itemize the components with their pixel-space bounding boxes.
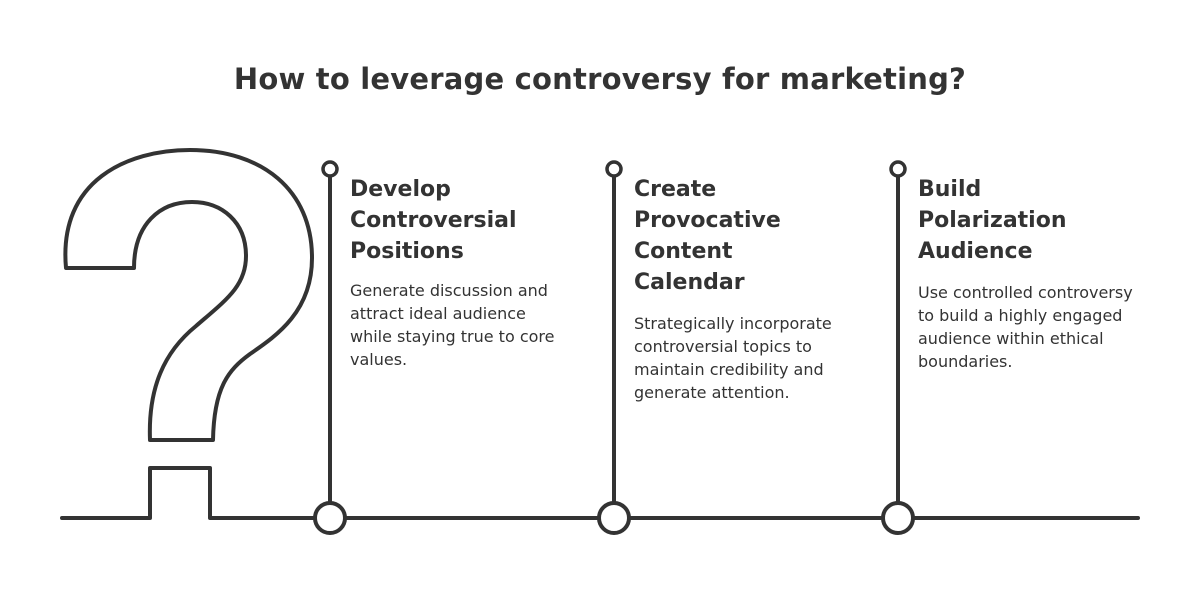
step-1-heading-line: Positions xyxy=(350,239,464,264)
step-2-heading-line: Content xyxy=(634,239,733,264)
diagram-title: How to leverage controversy for marketin… xyxy=(233,62,967,96)
step-build-polarization-audience: Build Polarization Audience Use controll… xyxy=(918,174,1148,373)
step-2-heading-line: Provocative xyxy=(634,208,781,233)
step-develop-controversial-positions: Develop Controversial Positions Generate… xyxy=(350,174,580,371)
step-3-heading-line: Polarization xyxy=(918,208,1067,233)
step-1-heading: Develop Controversial Positions xyxy=(350,174,580,267)
step-1-heading-line: Develop xyxy=(350,177,451,202)
step-3-description: Use controlled controversy to build a hi… xyxy=(918,283,1133,371)
step-2-heading-line: Calendar xyxy=(634,270,745,295)
step-2-heading: Create Provocative Content Calendar xyxy=(634,174,864,298)
step-1-heading-line: Controversial xyxy=(350,208,517,233)
question-mark-icon xyxy=(63,148,314,442)
step-3-heading-line: Audience xyxy=(918,239,1033,264)
step-1-top-node xyxy=(321,160,339,178)
step-create-provocative-content-calendar: Create Provocative Content Calendar Stra… xyxy=(634,174,864,404)
step-2-description: Strategically incorporate controversial … xyxy=(634,314,832,402)
step-3-heading-line: Build xyxy=(918,177,982,202)
step-2-heading-line: Create xyxy=(634,177,717,202)
step-2-timeline-node xyxy=(597,501,631,535)
step-1-timeline-node xyxy=(313,501,347,535)
step-3-timeline-node xyxy=(881,501,915,535)
step-3-heading: Build Polarization Audience xyxy=(918,174,1148,267)
step-2-top-node xyxy=(605,160,623,178)
timeline-baseline xyxy=(60,466,1140,520)
step-3-top-node xyxy=(889,160,907,178)
step-1-description: Generate discussion and attract ideal au… xyxy=(350,281,555,369)
